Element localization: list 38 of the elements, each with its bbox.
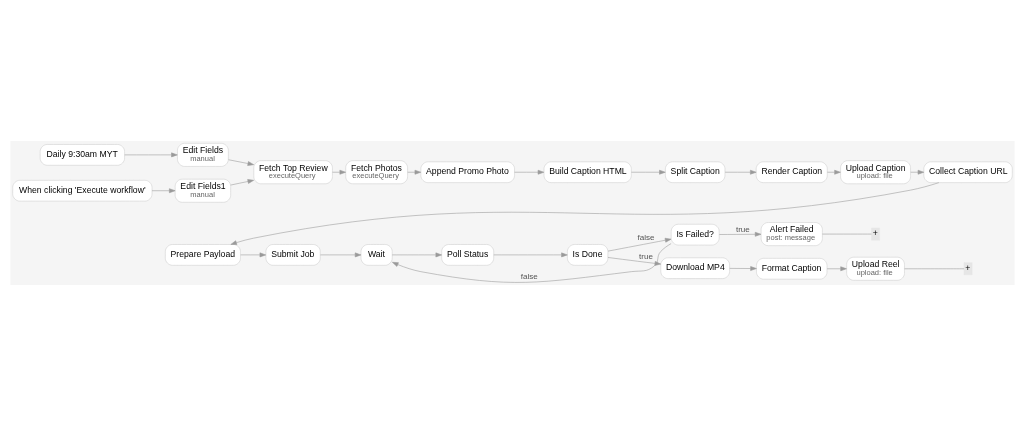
node-box: Submit Job: [265, 243, 321, 266]
arrow: [406, 169, 421, 175]
node-box: Collect Caption URL: [923, 161, 1013, 183]
arrow: [227, 158, 254, 166]
node-box: +: [963, 261, 972, 275]
arrow: [513, 169, 544, 175]
node-box: Daily 9:30am MYT: [39, 143, 125, 166]
arrow: [718, 231, 761, 237]
node-box: Prepare Payload: [164, 243, 241, 266]
arrow: [909, 169, 924, 175]
arrow: [826, 169, 841, 175]
node-box: Render Caption: [755, 161, 828, 183]
arrow: [630, 169, 666, 175]
arrow: [229, 178, 254, 185]
node-box: Format Caption: [755, 257, 827, 279]
node-box: Wait: [360, 243, 393, 266]
node-box: Is Done: [566, 243, 608, 266]
arrow: [607, 237, 671, 251]
arrow: [319, 252, 361, 257]
arrow: [492, 252, 568, 257]
node-box: Download MP4: [660, 257, 730, 279]
arrow: [331, 169, 346, 175]
node-box: Is Failed?: [670, 223, 719, 245]
arrow: [391, 252, 442, 257]
node-box: Poll Status: [440, 243, 494, 266]
arrow: [607, 256, 661, 266]
connector: [903, 267, 964, 269]
node-box: Append Promo Photo: [420, 161, 515, 183]
node-box: When clicking 'Execute workflow': [11, 179, 152, 201]
arrow: [728, 265, 757, 271]
node-box: Build Caption HTML: [543, 161, 632, 183]
arrow: [151, 187, 175, 193]
node-box: Split Caption: [664, 161, 725, 183]
arrow: [123, 152, 178, 157]
arrow: [239, 252, 266, 257]
node-box: +: [870, 227, 880, 240]
arrow: [826, 265, 847, 271]
arrow: [724, 169, 756, 175]
